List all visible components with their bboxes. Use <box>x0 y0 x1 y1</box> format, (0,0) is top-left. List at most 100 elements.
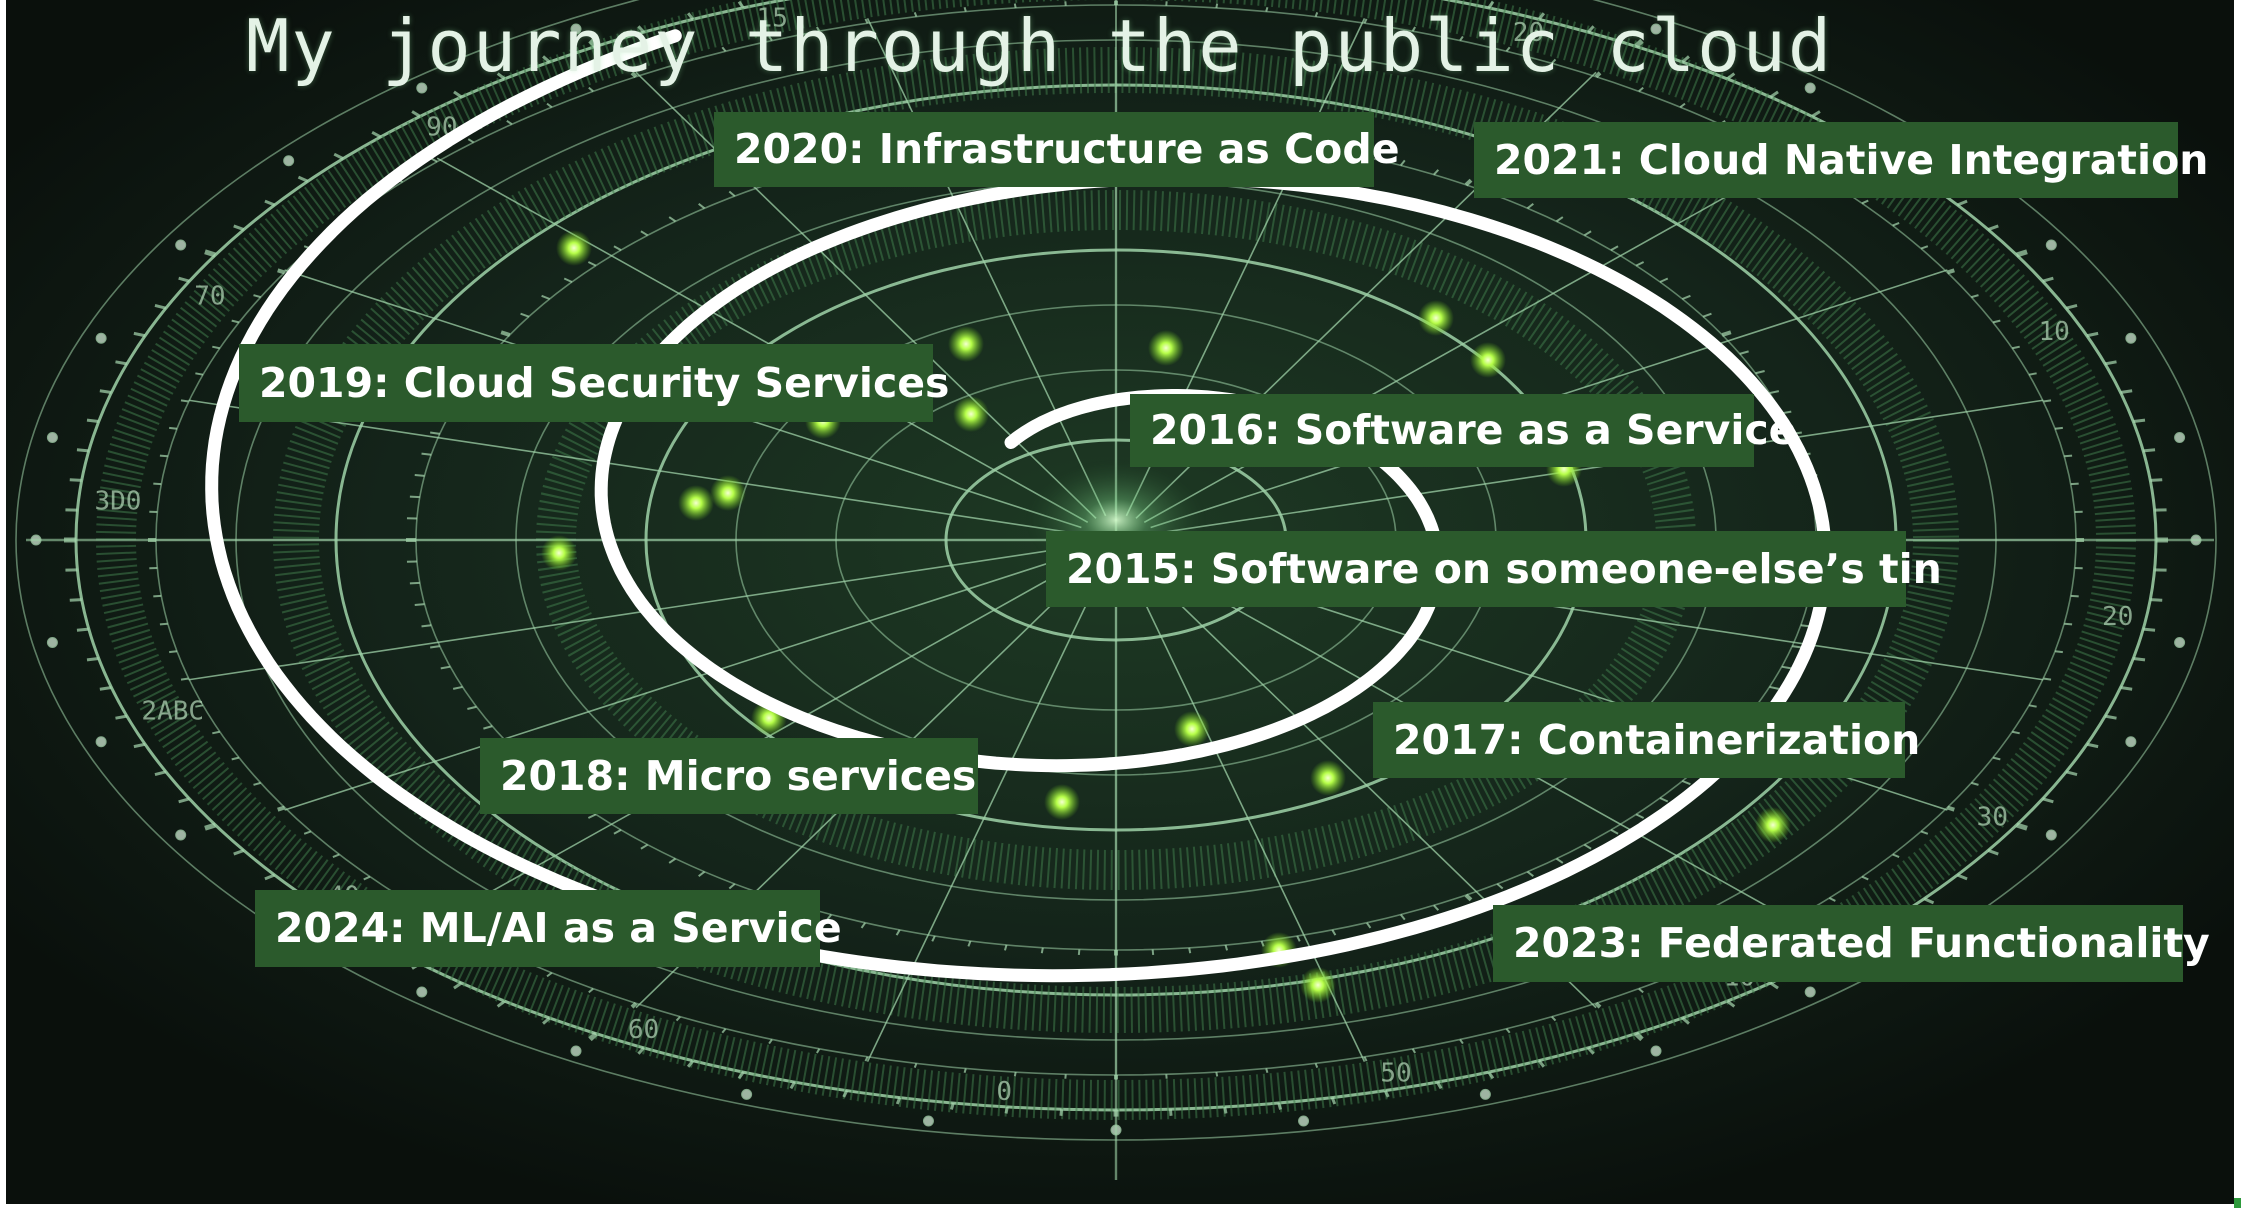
radar-tick <box>1587 1046 1595 1055</box>
radar-blip <box>953 396 989 432</box>
radar-dot <box>46 636 58 648</box>
radar-tick-label: 3D0 <box>94 486 141 516</box>
radar-tick <box>332 853 340 858</box>
radar-tick <box>640 230 649 237</box>
radar-tick <box>1587 25 1595 34</box>
milestone-2017: 2017: Containerization <box>1373 702 1920 778</box>
radar-tick <box>264 199 276 207</box>
radar-tick <box>1726 999 1736 1008</box>
radar-blip <box>1148 330 1184 366</box>
radar-tick <box>154 304 167 310</box>
radar-tick <box>588 987 594 994</box>
radar-tick <box>668 216 677 223</box>
radar-tick <box>99 389 112 394</box>
radar-tick <box>630 1001 638 1009</box>
radar-tick <box>842 1089 849 1098</box>
radar-spoke <box>436 157 1089 524</box>
radar-spoke <box>188 545 1078 681</box>
radar-tick <box>1659 797 1669 803</box>
radar-tick <box>212 345 220 350</box>
radar-tick <box>931 935 936 942</box>
radar-tick <box>1635 261 1645 267</box>
radar-tick <box>613 829 622 835</box>
radar-tick <box>1987 224 1999 231</box>
radar-dot <box>95 736 107 748</box>
radar-tick <box>2086 742 2099 749</box>
radar-tick <box>963 1068 967 1074</box>
radar-tick <box>1828 897 1836 902</box>
radar-tick <box>231 319 240 324</box>
radar-tick <box>1681 780 1691 786</box>
radar-blip <box>710 475 746 511</box>
radar-tick <box>1265 1068 1269 1074</box>
radar-dot <box>1479 1088 1491 1100</box>
radar-dot <box>95 332 107 344</box>
radar-tick <box>409 581 420 585</box>
radar-tick <box>1151 949 1155 956</box>
radar-tick <box>2104 714 2117 720</box>
radar-tick <box>1003 944 1008 951</box>
radar-tick <box>1610 829 1619 835</box>
radar-tick <box>864 1056 869 1062</box>
radar-tick <box>2133 657 2146 662</box>
radar-blip <box>948 326 984 362</box>
radar-tick <box>1956 199 1968 207</box>
radar-tick <box>587 813 597 819</box>
radar-tick <box>546 102 553 108</box>
radar-tick <box>467 138 475 144</box>
radar-tick <box>195 372 204 376</box>
radar-blip <box>1174 711 1210 747</box>
radar-tick <box>1277 1102 1283 1110</box>
radar-tick <box>506 119 513 126</box>
radar-dot <box>283 155 295 167</box>
radar-tick <box>2042 797 2054 804</box>
radar-tick <box>2065 304 2078 310</box>
radar-spoke <box>866 563 1107 1062</box>
radar-tick <box>1739 350 1749 355</box>
radar-tick <box>1781 665 1792 670</box>
radar-tick <box>675 58 681 64</box>
radar-tick <box>1638 987 1644 994</box>
radar-tick <box>826 913 833 921</box>
radar-tick <box>2012 345 2020 350</box>
radar-tick <box>1433 169 1440 176</box>
radar-tick <box>178 276 190 283</box>
radar-blip <box>1300 967 1336 1003</box>
milestone-2015: 2015: Software on someone-else’s tin <box>1046 531 1942 607</box>
radar-tick <box>169 650 178 654</box>
radar-tick <box>2015 822 2028 831</box>
radar-tick <box>2043 677 2052 681</box>
radar-tick <box>1040 947 1044 954</box>
radar-tick <box>737 1071 745 1080</box>
radar-spoke <box>188 399 1078 535</box>
radar-tick <box>115 360 128 366</box>
radar-tick <box>1681 55 1690 64</box>
radar-tick <box>1433 904 1440 911</box>
corner-marker <box>2234 1198 2241 1208</box>
radar-dot <box>2174 636 2186 648</box>
radar-tick <box>542 1016 551 1025</box>
radar-tick <box>180 677 189 681</box>
radar-tick <box>233 224 245 231</box>
radar-tick <box>154 770 167 776</box>
radar-tick <box>2143 627 2156 632</box>
radar-tick <box>1956 873 1968 881</box>
radar-tick <box>421 452 432 456</box>
radar-tick <box>1399 159 1406 167</box>
milestone-2019: 2019: Cloud Security Services <box>239 344 949 422</box>
radar-tick <box>520 312 530 318</box>
radar-tick <box>588 86 594 93</box>
milestone-2021: 2021: Cloud Native Integration <box>1474 122 2208 198</box>
radar-tick <box>1223 1106 1228 1114</box>
radar-tick <box>895 1097 902 1105</box>
milestone-2018: 2018: Micro services <box>480 738 978 814</box>
radar-tick <box>1168 1109 1173 1116</box>
radar-tick <box>496 72 506 81</box>
radar-tick <box>1464 178 1473 187</box>
radar-dot <box>2174 432 2186 444</box>
radar-tick <box>1920 245 1929 250</box>
radar-tick <box>1681 1016 1690 1025</box>
radar-tick <box>195 704 204 708</box>
radar-tick <box>431 157 438 163</box>
radar-tick <box>1526 870 1534 877</box>
